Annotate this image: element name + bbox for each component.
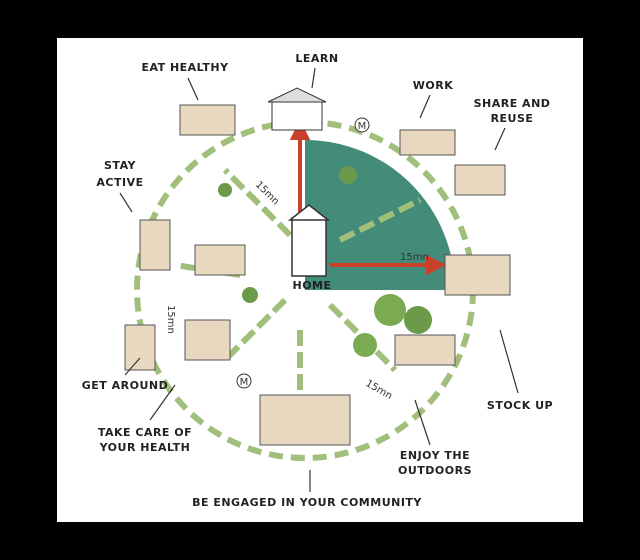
label-take-care: TAKE CARE OF <box>98 426 192 439</box>
metro-sign-icon: M M <box>236 117 370 389</box>
label-share: SHARE AND <box>474 97 551 110</box>
school-icon <box>271 99 323 131</box>
label-enjoy: ENJOY THE <box>400 449 470 462</box>
svg-text:M: M <box>240 377 249 388</box>
tree-icons <box>218 166 432 357</box>
home-building-icon <box>291 217 327 277</box>
label-outdoors: OUTDOORS <box>398 464 472 477</box>
label-get-around: GET AROUND <box>82 379 168 392</box>
svg-text:M: M <box>358 121 367 132</box>
red-arrows <box>289 119 447 276</box>
time-label: 15mn <box>400 252 429 263</box>
time-label: 15mn <box>364 378 394 402</box>
label-reuse: REUSE <box>491 112 534 125</box>
label-eat-healthy: EAT HEALTHY <box>141 61 229 74</box>
label-home: HOME <box>292 279 331 292</box>
label-active: ACTIVE <box>96 176 143 189</box>
label-stay: STAY <box>104 159 137 172</box>
label-work: WORK <box>413 79 453 92</box>
time-label: 15mn <box>165 305 176 334</box>
label-pointers <box>119 67 519 492</box>
label-stock-up: STOCK UP <box>487 399 553 412</box>
activity-vignettes <box>124 104 511 446</box>
label-learn: LEARN <box>295 52 338 65</box>
label-community: BE ENGAGED IN YOUR COMMUNITY <box>192 496 422 509</box>
label-health: YOUR HEALTH <box>99 441 191 454</box>
